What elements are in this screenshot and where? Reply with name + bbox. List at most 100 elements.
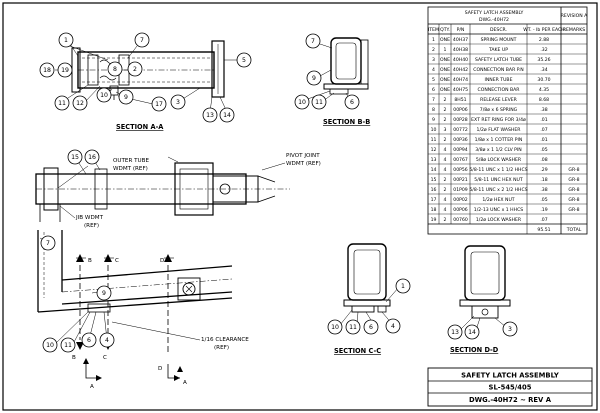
bom-cell-item: 9: [432, 117, 435, 123]
bom-remarks-header: REMARKS: [563, 27, 585, 33]
balloon-c-10: 10: [327, 319, 343, 335]
svg-text:11: 11: [64, 342, 72, 349]
title-block-line3: DWG.-40H72 ~ REV A: [469, 396, 552, 404]
bom-col-weight: WT. - lb PER EACH: [523, 27, 564, 33]
cut-mark-b-top: B: [88, 258, 92, 264]
section-a-a-label: SECTION A-A: [116, 123, 164, 131]
balloon-1: 1: [58, 32, 74, 48]
balloon-2: 2: [127, 61, 143, 77]
bom-cell-qty: 2: [444, 177, 447, 183]
svg-text:10: 10: [298, 99, 306, 106]
balloon-13: 13: [202, 107, 218, 123]
balloon-d-14: 14: [464, 324, 480, 340]
balloon-side-10: 10: [42, 337, 58, 353]
bom-cell-qty: 2: [444, 137, 447, 143]
svg-text:11: 11: [349, 324, 357, 331]
bom-cell-descr: 5/8-11 UNC HEX NUT: [474, 177, 523, 183]
cut-mark-c-top: C: [115, 258, 119, 264]
section-d-d-label: SECTION D-D: [450, 346, 499, 354]
bom-col-item: ITEM: [428, 27, 439, 33]
bom-cell-pn: 00P06: [453, 107, 468, 113]
bom-cell-descr: EXT RET RING FOR 3/4ø: [471, 117, 526, 123]
title-block-line1: SAFETY LATCH ASSEMBLY: [461, 372, 559, 380]
note-clearance: 1/16 CLEARANCE: [201, 337, 249, 343]
note-pivot-joint: PIVOT JOINT: [286, 153, 320, 159]
svg-text:10: 10: [331, 324, 339, 331]
bom-title-2: DWG.-40H72: [479, 17, 509, 23]
bom-cell-remarks: GR-8: [568, 207, 579, 213]
balloon-11: 11: [54, 95, 70, 111]
bom-cell-item: 14: [431, 167, 437, 173]
balloon-19: 19: [57, 62, 73, 78]
bom-cell-item: 15: [431, 177, 437, 183]
balloon-c-11: 11: [345, 319, 361, 335]
bom-cell-qty: 4: [444, 167, 447, 173]
svg-text:3: 3: [176, 99, 180, 106]
svg-text:13: 13: [451, 329, 459, 336]
cut-mark-d-top: D: [160, 258, 164, 264]
bom-cell-descr: CONNECTION BAR: [478, 87, 521, 93]
balloon-top-16: 16: [84, 149, 100, 165]
title-block-line2: SL-545/405: [489, 384, 532, 392]
svg-text:16: 16: [88, 154, 96, 161]
bom-cell-wt: .07: [540, 217, 547, 223]
bom-cell-item: 1: [432, 37, 435, 43]
bom-cell-item: 5: [432, 77, 435, 83]
cut-mark-a-bottom: A: [90, 384, 94, 390]
bom-cell-pn: 40H42: [453, 67, 468, 73]
bill-of-materials: SAFETY LATCH ASSEMBLY DWG.-40H72 REVISIO…: [427, 6, 588, 235]
bom-cell-wt: .05: [540, 197, 547, 203]
bom-cell-item: 6: [432, 87, 435, 93]
bom-cell-wt: .08: [540, 157, 547, 163]
svg-text:14: 14: [468, 329, 476, 336]
balloon-side-6: 6: [81, 332, 97, 348]
bom-cell-remarks: GR-8: [568, 197, 579, 203]
balloon-12: 12: [72, 95, 88, 111]
bom-cell-item: 12: [431, 147, 437, 153]
bom-cell-pn: 00P02: [453, 197, 468, 203]
bom-cell-qty: 2: [444, 217, 447, 223]
bom-cell-descr: 1/2ø HEX NUT: [482, 197, 514, 203]
bom-cell-item: 3: [432, 57, 435, 63]
side-elevation-view: 1/16 CLEARANCE (REF) B C D B C A D A: [37, 230, 249, 390]
svg-text:3: 3: [508, 326, 512, 333]
svg-text:12: 12: [76, 100, 84, 107]
balloon-14: 14: [219, 107, 235, 123]
balloon-7: 7: [134, 32, 150, 48]
bom-cell-pn: 00767: [453, 157, 468, 163]
section-b-b-label: SECTION B-B: [323, 118, 370, 126]
balloon-side-11: 11: [60, 337, 76, 353]
balloon-9: 9: [118, 89, 134, 105]
cut-mark-a-right: A: [183, 380, 187, 386]
bom-cell-item: 10: [431, 127, 437, 133]
section-c-c-label: SECTION C-C: [334, 347, 381, 355]
bom-cell-qty: 4: [444, 207, 447, 213]
svg-text:10: 10: [100, 92, 108, 99]
balloon-3: 3: [170, 94, 186, 110]
bom-cell-pn: 8H51: [454, 97, 466, 103]
svg-text:11: 11: [315, 99, 323, 106]
bom-cell-qty: ONE: [440, 37, 450, 43]
svg-text:13: 13: [206, 112, 214, 119]
bom-cell-descr: 7/8ø x 6 SPRING: [480, 107, 518, 113]
bom-cell-descr: 5/8-11 UNC x 1 1/2 HHCS: [469, 167, 527, 173]
svg-text:17: 17: [155, 101, 163, 108]
svg-text:6: 6: [369, 324, 373, 331]
note-pivot-joint-ref: WDMT (REF): [286, 161, 321, 167]
bom-cell-qty: ONE: [440, 87, 450, 93]
bom-cell-wt: .01: [540, 137, 547, 143]
svg-text:7: 7: [311, 38, 315, 45]
balloon-d-3: 3: [502, 321, 518, 337]
balloon-10: 10: [96, 87, 112, 103]
bom-cell-pn: 40H40: [453, 57, 468, 63]
bom-cell-item: 7: [432, 97, 435, 103]
section-c-c-view: SECTION C-C: [334, 243, 391, 355]
